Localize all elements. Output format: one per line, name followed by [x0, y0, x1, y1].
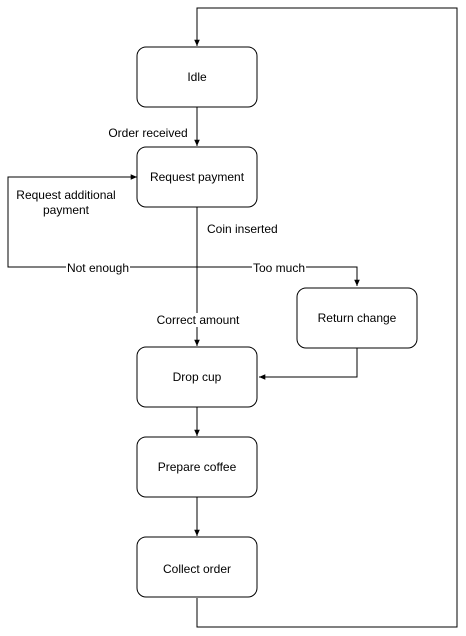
node-return-change-label: Return change [318, 311, 397, 325]
node-collect-order-label: Collect order [163, 562, 231, 576]
edge-return-to-drop [259, 348, 358, 380]
node-prepare-coffee-label: Prepare coffee [158, 460, 237, 474]
edge-collect-to-idle [194, 7, 458, 628]
label-bg-too-much [252, 261, 306, 275]
node-request-payment: Request payment [136, 146, 258, 208]
node-prepare-coffee: Prepare coffee [136, 436, 258, 498]
label-too-much: Too much [253, 261, 305, 275]
label-coin-inserted: Coin inserted [207, 222, 278, 236]
edge-too-much [197, 266, 360, 286]
node-return-change: Return change [296, 287, 418, 349]
node-collect-order: Collect order [136, 536, 258, 598]
label-request-additional-line1: Request additional [16, 188, 115, 202]
node-idle: Idle [136, 46, 258, 108]
label-not-enough: Not enough [67, 261, 129, 275]
label-bg-correct-amount [155, 313, 241, 327]
node-idle-label: Idle [187, 70, 207, 84]
label-bg-not-enough [66, 261, 130, 275]
node-drop-cup-label: Drop cup [173, 370, 222, 384]
label-request-additional-line2: payment [43, 203, 90, 217]
label-correct-amount: Correct amount [157, 313, 240, 327]
node-request-payment-label: Request payment [150, 170, 245, 184]
node-drop-cup: Drop cup [136, 346, 258, 408]
label-order-received: Order received [108, 126, 187, 140]
